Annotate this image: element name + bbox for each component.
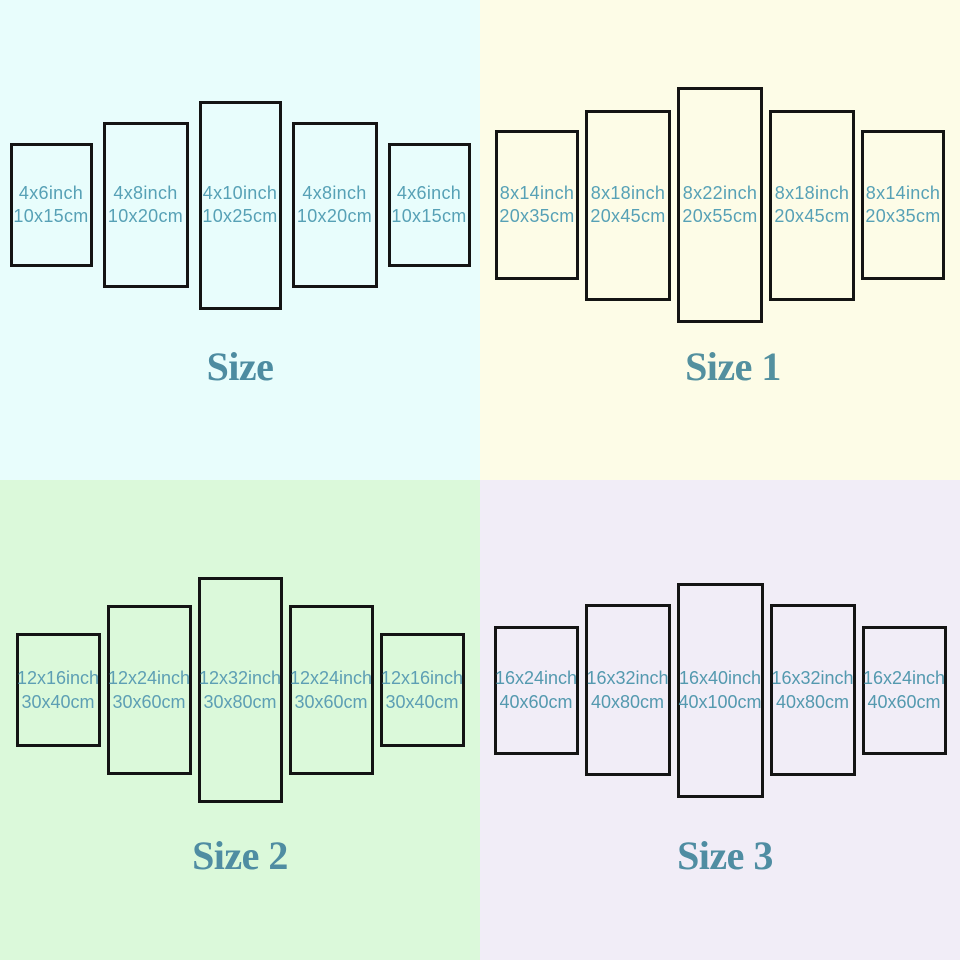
size-title: Size 3 xyxy=(677,833,773,878)
panel-size-inch: 4x6inch xyxy=(18,183,84,203)
panel-size-cm: 10x20cm xyxy=(296,206,373,226)
panel-size-cm: 30x80cm xyxy=(203,692,277,712)
panel: 12x32inch 30x80cm xyxy=(197,577,283,803)
panel-group: 8x14inch 20x35cm 8x18inch 20x45cm 8x22in… xyxy=(480,0,960,410)
panel-size-cm: 20x55cm xyxy=(682,206,758,226)
panel-size-cm: 20x45cm xyxy=(590,206,666,226)
panel-group: 12x16inch 30x40cm 12x24inch 30x60cm 12x3… xyxy=(0,480,480,900)
panel: 4x8inch 10x20cm xyxy=(102,122,189,288)
panel-size-cm: 10x15cm xyxy=(13,206,89,226)
panel: 8x14inch 20x35cm xyxy=(861,130,945,280)
panel-size-cm: 20x35cm xyxy=(865,206,941,226)
panel-size-cm: 10x20cm xyxy=(107,206,184,226)
panel: 16x40inch 40x100cm xyxy=(676,582,764,798)
quadrant-size-1: 8x14inch 20x35cm 8x18inch 20x45cm 8x22in… xyxy=(480,0,960,480)
panel: 12x24inch 30x60cm xyxy=(288,605,374,775)
panel-size-inch: 4x6inch xyxy=(396,183,462,203)
panel-size-inch: 12x24inch xyxy=(289,668,373,688)
panel-size-inch: 16x24inch xyxy=(862,668,946,688)
panel: 8x18inch 20x45cm xyxy=(769,109,855,301)
panel: 4x6inch 10x15cm xyxy=(387,143,471,267)
panel: 16x32inch 40x80cm xyxy=(584,604,671,776)
quadrant-size-3: 16x24inch 40x60cm 16x32inch 40x80cm 16x4… xyxy=(480,480,960,960)
panel-size-cm: 20x35cm xyxy=(499,206,575,226)
panel-size-cm: 20x45cm xyxy=(774,206,850,226)
panel-size-inch: 16x24inch xyxy=(494,668,578,688)
panel-size-cm: 30x60cm xyxy=(294,692,368,712)
panel: 4x10inch 10x25cm xyxy=(198,100,282,310)
panel-size-inch: 8x22inch xyxy=(682,183,758,203)
panel-size-cm: 10x25cm xyxy=(202,206,278,226)
panel-group: 4x6inch 10x15cm 4x8inch 10x20cm 4x10inch… xyxy=(0,0,480,410)
panel: 12x16inch 30x40cm xyxy=(15,633,101,747)
panel-size-cm: 40x80cm xyxy=(590,692,665,712)
panel-size-inch: 12x16inch xyxy=(16,668,100,688)
panel-size-cm: 30x40cm xyxy=(21,692,95,712)
panel: 12x16inch 30x40cm xyxy=(379,633,465,747)
panel-group: 16x24inch 40x60cm 16x32inch 40x80cm 16x4… xyxy=(480,480,960,900)
panel-size-inch: 12x24inch xyxy=(107,668,191,688)
quadrant-size-2: 12x16inch 30x40cm 12x24inch 30x60cm 12x3… xyxy=(0,480,480,960)
panel-size-inch: 8x18inch xyxy=(774,183,850,203)
panel-size-inch: 8x18inch xyxy=(590,183,666,203)
panel-size-inch: 4x10inch xyxy=(202,183,278,203)
panel: 4x8inch 10x20cm xyxy=(291,122,378,288)
panel: 8x22inch 20x55cm xyxy=(677,87,763,323)
panel-size-cm: 40x100cm xyxy=(678,692,762,712)
panel-size-cm: 40x60cm xyxy=(867,692,941,712)
panel-size-inch: 12x32inch xyxy=(198,668,282,688)
panel-size-inch: 8x14inch xyxy=(865,183,941,203)
panel-size-cm: 40x80cm xyxy=(775,692,850,712)
size-title: Size 2 xyxy=(192,833,288,878)
panel-size-inch: 16x40inch xyxy=(678,668,762,688)
panel-size-cm: 30x40cm xyxy=(385,692,459,712)
size-title: Size xyxy=(206,344,274,389)
panel-size-inch: 4x8inch xyxy=(302,183,367,203)
panel-size-inch: 8x14inch xyxy=(499,183,575,203)
panel-size-cm: 10x15cm xyxy=(391,206,467,226)
panel: 8x18inch 20x45cm xyxy=(585,109,671,301)
panel: 16x24inch 40x60cm xyxy=(861,625,947,755)
panel-size-inch: 16x32inch xyxy=(586,668,669,688)
panel: 16x32inch 40x80cm xyxy=(769,604,856,776)
size-title: Size 1 xyxy=(685,344,781,389)
panel-size-inch: 12x16inch xyxy=(380,668,464,688)
panel: 4x6inch 10x15cm xyxy=(9,143,93,267)
panel: 12x24inch 30x60cm xyxy=(106,605,192,775)
panel: 8x14inch 20x35cm xyxy=(495,130,579,280)
panel: 16x24inch 40x60cm xyxy=(493,625,579,755)
panel-size-cm: 40x60cm xyxy=(499,692,573,712)
quadrant-size: 4x6inch 10x15cm 4x8inch 10x20cm 4x10inch… xyxy=(0,0,480,480)
panel-size-cm: 30x60cm xyxy=(112,692,186,712)
panel-size-inch: 16x32inch xyxy=(771,668,854,688)
panel-size-inch: 4x8inch xyxy=(113,183,178,203)
